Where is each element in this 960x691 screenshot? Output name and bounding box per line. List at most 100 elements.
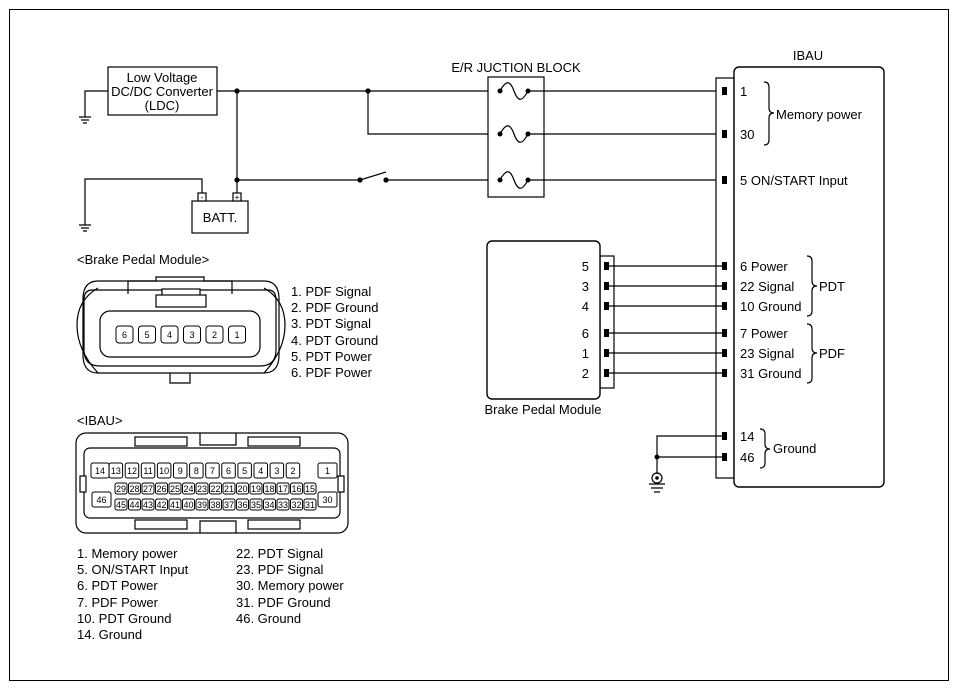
group-pdf: PDF [819, 346, 845, 361]
ibau-cavity: 26 [155, 482, 168, 495]
supply-wires [217, 88, 500, 193]
ibau-legend-item: 7. PDF Power [77, 594, 158, 610]
group-memory-power: Memory power [776, 107, 863, 122]
group-ground: Ground [773, 441, 816, 456]
ibau-cavity: 4 [253, 462, 268, 479]
cavity-number: 24 [183, 484, 193, 494]
group-pdt: PDT [819, 279, 845, 294]
cavity-number: 1 [234, 330, 239, 340]
ibau-cavity: 32 [290, 498, 303, 511]
bpm-cavity: 4 [160, 325, 179, 344]
bpm-legend-item: 6. PDF Power [291, 365, 372, 381]
ibau-cavity: 20 [236, 482, 249, 495]
ibau-pin-markers [722, 87, 727, 461]
cavity-number: 3 [189, 330, 194, 340]
diagram-frame [9, 9, 949, 681]
battery-label: BATT. [203, 210, 237, 225]
ibau-cavity: 36 [236, 498, 249, 511]
bpm-pin-4: 4 [582, 299, 589, 314]
ibau-cavity: 44 [128, 498, 141, 511]
bpm-legend-item: 1. PDF Signal [291, 284, 372, 299]
ibau-cavity: 11 [140, 462, 156, 479]
ibau-legend-item: 23. PDF Signal [236, 562, 324, 578]
ibau-cavity: 12 [124, 462, 140, 479]
ground-brace [759, 428, 771, 469]
cavity-number: 31 [305, 500, 315, 510]
ibau-pin-6: 6 Power [740, 259, 788, 274]
ibau-legend-item: 46. Ground [236, 610, 302, 626]
brake-pedal-module-caption: Brake Pedal Module [484, 402, 601, 417]
ibau-pin-10: 10 Ground [740, 299, 801, 314]
ibau-pin-7: 7 Power [740, 326, 788, 341]
ibau-cavity: 17 [276, 482, 290, 495]
ibau-cavity: 13 [108, 462, 124, 479]
cavity-number: 16 [291, 484, 301, 494]
brake-pedal-module: Brake Pedal Module 5 3 4 6 1 2 [484, 240, 615, 417]
ibau-cavity: 18 [263, 482, 276, 495]
ldc-ground-symbol [79, 90, 108, 124]
memory-brace [763, 81, 775, 146]
cavity-number: 1 [325, 466, 330, 476]
bpm-legend-item: 2. PDF Ground [291, 300, 379, 316]
cavity-number: 17 [278, 484, 288, 494]
cavity-number: 32 [291, 500, 301, 510]
ibau-pin-46: 46 [740, 450, 754, 465]
bpm-pin-5: 5 [582, 259, 589, 274]
bpm-pin-1: 1 [582, 346, 589, 361]
ibau-cavity: 24 [182, 482, 195, 495]
cavity-number: 2 [290, 466, 295, 476]
junction-block: E/R JUCTION BLOCK [451, 60, 581, 198]
ibau-legend-item: 31. PDF Ground [236, 594, 331, 610]
ibau-cavity: 37 [222, 498, 236, 511]
battery-negative-terminal: - [201, 193, 204, 202]
cavity-number: 20 [237, 484, 247, 494]
cavity-number: 5 [144, 330, 149, 340]
ibau-cavity: 31 [303, 498, 317, 511]
cavity-number: 39 [197, 500, 207, 510]
ibau-cavity: 41 [168, 498, 182, 511]
bpm-connector-face [76, 276, 286, 384]
ibau-cavity: 35 [249, 498, 263, 511]
ibau-cavity: 16 [290, 482, 303, 495]
fuse-memory-2 [497, 125, 531, 143]
battery: - + BATT. [191, 192, 249, 234]
ibau-cavity: 9 [173, 462, 188, 479]
cavity-number: 15 [305, 484, 315, 494]
bpm-to-ibau-wires [609, 265, 722, 374]
junction-block-title: E/R JUCTION BLOCK [451, 60, 581, 75]
ibau-pin-22: 22 Signal [740, 279, 794, 294]
ldc-label-line2: DC/DC Converter [111, 84, 214, 99]
cavity-number: 2 [212, 330, 217, 340]
bpm-pin-3: 3 [582, 279, 589, 294]
cavity-number: 36 [237, 500, 247, 510]
ldc-box: Low Voltage DC/DC Converter (LDC) [107, 66, 218, 116]
cavity-number: 6 [226, 466, 231, 476]
cavity-number: 23 [197, 484, 207, 494]
cavity-number: 19 [251, 484, 261, 494]
ibau-cavity: 15 [303, 482, 317, 495]
ibau-cavity: 33 [276, 498, 290, 511]
cavity-number: 40 [183, 500, 193, 510]
cavity-number: 18 [264, 484, 274, 494]
ibau-connector-title: <IBAU> [77, 413, 123, 428]
ibau-pin-31: 31 Ground [740, 366, 801, 381]
ibau-cavity: 3 [269, 462, 285, 479]
battery-positive-terminal: + [235, 193, 240, 202]
cavity-number: 42 [156, 500, 166, 510]
cavity-number: 4 [167, 330, 172, 340]
cavity-number: 14 [95, 466, 105, 476]
bpm-legend-item: 3. PDT Signal [291, 316, 371, 332]
ibau-pin-30: 30 [740, 127, 754, 142]
bpm-pin-legend: 1. PDF Signal 2. PDF Ground 3. PDT Signa… [291, 284, 378, 381]
ibau-cavity: 39 [195, 498, 209, 511]
cavity-number: 12 [127, 466, 137, 476]
ibau-cavity: 38 [209, 498, 222, 511]
bpm-legend-item: 4. PDT Ground [291, 332, 379, 348]
bpm-cavity: 5 [138, 325, 156, 344]
ibau-cavity: 43 [141, 498, 155, 511]
ignition-switch [359, 171, 387, 181]
pdt-brace [806, 255, 818, 317]
